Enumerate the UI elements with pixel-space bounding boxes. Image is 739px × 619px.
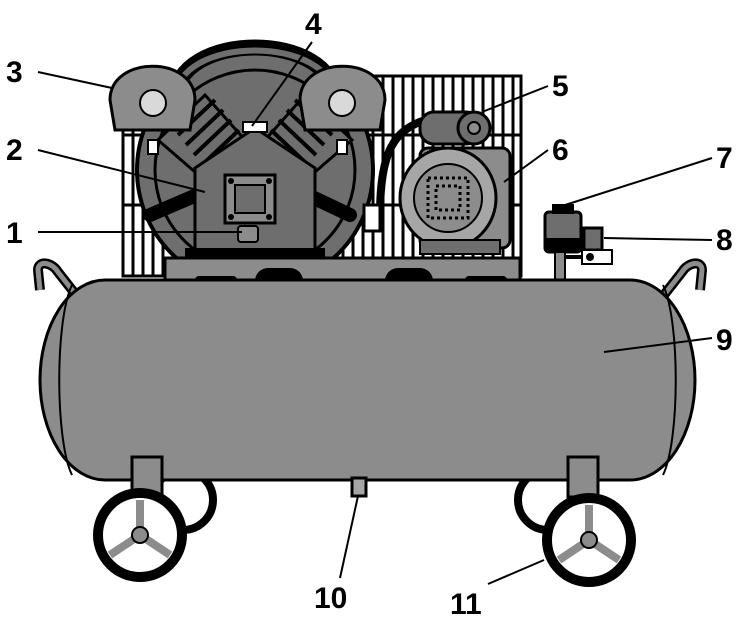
front-wheel-left [93,488,187,582]
leader-9 [603,337,713,353]
leader-7 [561,157,713,207]
leader-4 [251,41,313,127]
leader-lines [37,41,713,585]
callout-3: 3 [6,56,23,89]
callout-4: 4 [305,8,322,41]
air-tank [38,278,697,499]
leader-8 [603,237,713,241]
safety-valve-outlet [565,226,613,265]
callout-labels: 1 2 3 4 5 6 7 8 9 10 11 [6,8,733,619]
callout-9: 9 [716,324,733,357]
leader-6 [503,149,549,183]
air-filter-right [298,64,387,155]
pressure-switch [543,204,583,283]
front-wheel-right [542,493,636,587]
callout-7: 7 [716,142,733,175]
leader-3 [37,71,113,89]
leader-5 [481,85,549,113]
tank-handles [32,258,708,304]
callout-8: 8 [716,224,733,257]
leader-11 [487,559,545,585]
callout-10: 10 [314,582,347,615]
callout-5: 5 [552,70,569,103]
air-filter-left [108,64,197,155]
leader-2 [37,149,206,193]
leader-10 [339,495,359,579]
callout-6: 6 [552,134,569,167]
callout-2: 2 [6,134,23,167]
capacitor [418,110,492,146]
pump-crankcase [185,121,325,260]
electric-motor [398,146,512,255]
drain-valve [350,476,368,498]
pressure-line [376,116,427,216]
callout-1: 1 [6,217,23,250]
callout-11: 11 [450,588,482,619]
